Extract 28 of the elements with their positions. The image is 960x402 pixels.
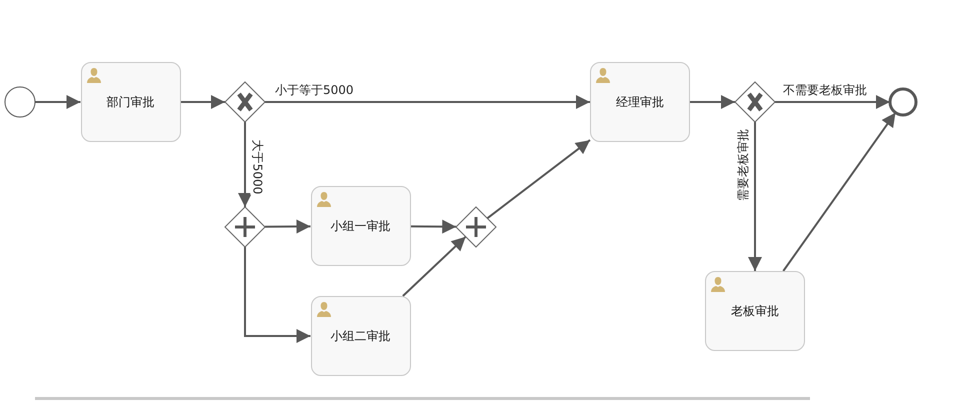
- arrow: [402, 236, 466, 297]
- edge-label: 不需要老板审批: [783, 83, 867, 97]
- parallel-gateway-diamond: [454, 205, 498, 249]
- arrow: [782, 112, 896, 272]
- edge-label: 大于5000: [250, 140, 264, 194]
- arrow: [180, 95, 225, 109]
- edge-label: 小于等于5000: [275, 83, 354, 97]
- exclusive-gateway-diamond: [733, 80, 777, 124]
- task-box: 经理审批: [590, 62, 690, 142]
- exclusive-gateway-diamond: [223, 80, 267, 124]
- start-event-circle: [3, 85, 37, 119]
- arrow: [238, 122, 252, 207]
- arrow: [264, 220, 311, 234]
- arrow: [265, 95, 590, 109]
- arrow: [486, 139, 591, 220]
- task-box: 部门审批: [80, 62, 180, 142]
- arrow: [410, 220, 456, 234]
- end-event-circle: [888, 87, 918, 117]
- arrow: [35, 95, 80, 109]
- parallel-gateway-diamond: [223, 205, 267, 249]
- task-box: 小组一审批: [310, 186, 410, 266]
- task-box: 老板审批: [705, 271, 805, 351]
- arrow: [244, 247, 310, 343]
- edge-label: 需要老板审批: [736, 129, 750, 201]
- arrow: [690, 95, 735, 109]
- arrow: [775, 95, 890, 109]
- arrow: [748, 122, 762, 271]
- task-box: 小组二审批: [310, 296, 410, 376]
